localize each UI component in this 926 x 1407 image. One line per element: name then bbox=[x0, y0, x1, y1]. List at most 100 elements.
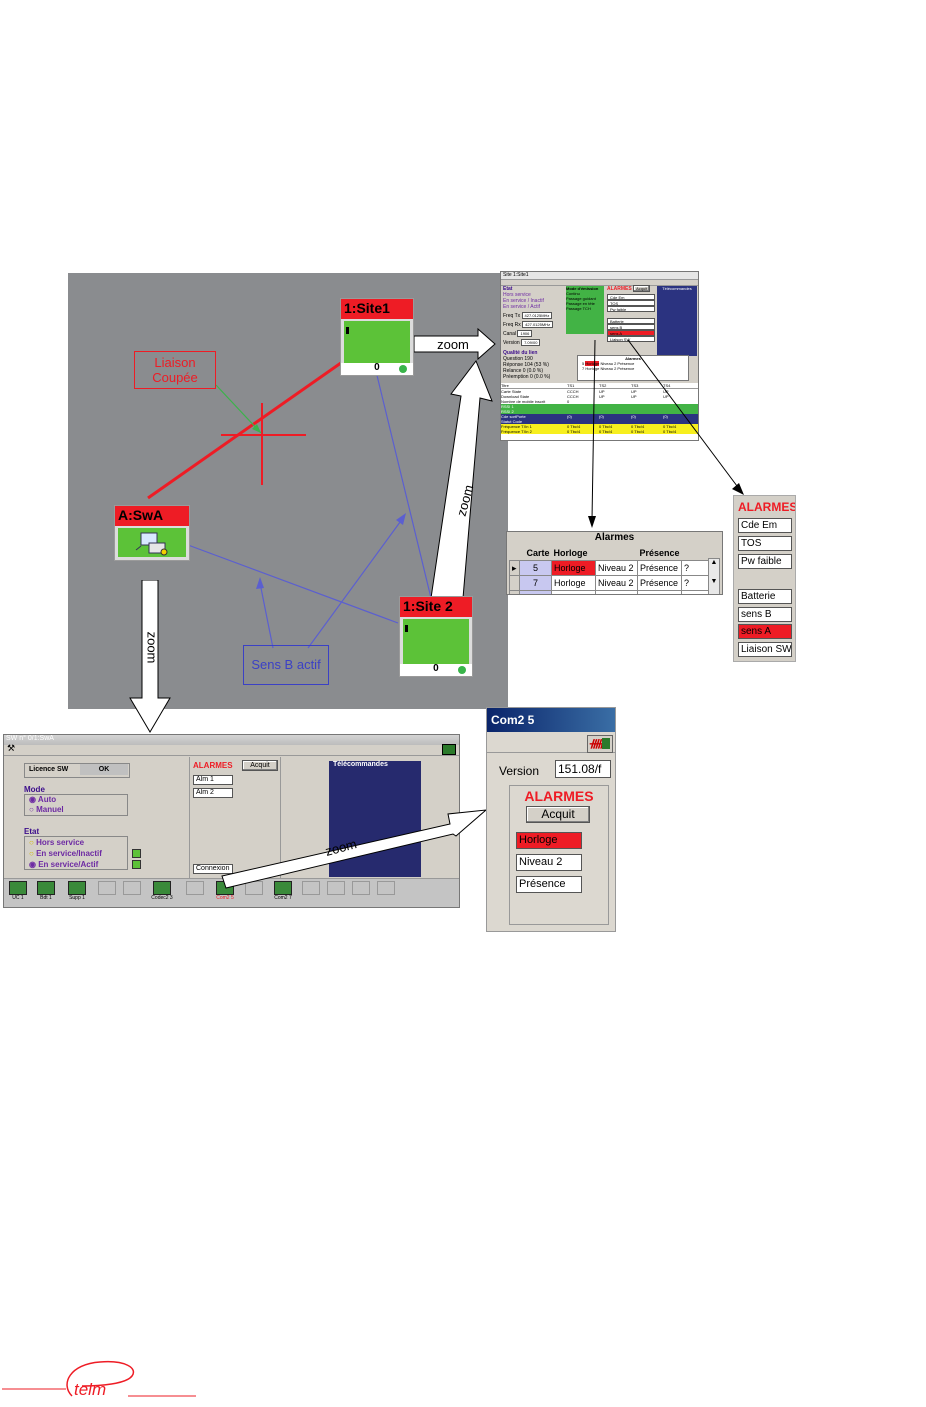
card-slot[interactable]: Com2 7 bbox=[268, 879, 298, 907]
mini-alarm-table-title: Alarmes bbox=[625, 356, 641, 361]
card-slot-empty[interactable] bbox=[119, 879, 144, 907]
site-acquit-button[interactable]: Acquit bbox=[633, 285, 651, 292]
site-window-toolbar bbox=[501, 280, 698, 286]
alarm-table-scrollbar[interactable]: ▲ ▼ bbox=[708, 558, 720, 594]
table-row[interactable]: ▸ 5 Horloge Niveau 2 Présence ? bbox=[509, 560, 717, 576]
licence-value: OK bbox=[80, 764, 128, 775]
node-swa[interactable]: A:SwA bbox=[114, 505, 190, 561]
card-slot-empty[interactable] bbox=[373, 879, 398, 907]
cell-extra[interactable]: ? bbox=[681, 560, 717, 576]
link-cut-note: Liaison Coupée bbox=[134, 351, 216, 389]
card-slot[interactable]: Codec2 3 bbox=[144, 879, 180, 907]
cell-horloge[interactable]: Horloge bbox=[551, 575, 596, 591]
link-quality-title: Qualité du lien bbox=[503, 350, 538, 356]
mode-group: Mode ◉ Auto ○ Manuel bbox=[24, 785, 128, 817]
link-cut-pointer bbox=[215, 384, 262, 434]
site-table-row: Cde sortPorte(0)(0)(0)(0) bbox=[501, 414, 698, 419]
sense-pointer-2-head bbox=[396, 513, 406, 525]
sw-acquit-button[interactable]: Acquit bbox=[242, 760, 278, 771]
node-site1[interactable]: 1:Site1 0 bbox=[340, 298, 414, 376]
sense-pointer-1-head bbox=[256, 577, 264, 589]
alarm-grid-header: Carte Horloge Présence bbox=[510, 546, 716, 561]
card-slot-empty[interactable] bbox=[323, 879, 348, 907]
card-slot-empty[interactable] bbox=[94, 879, 119, 907]
licence-panel: Licence SW OK bbox=[24, 763, 130, 778]
status-dot-icon bbox=[399, 365, 407, 373]
site-alarm-field: Liaison SW bbox=[607, 336, 655, 342]
exit-door-icon[interactable]: ᚏ bbox=[587, 735, 613, 753]
tools-icon[interactable]: ⚒ bbox=[7, 743, 16, 753]
col-carte: Carte bbox=[526, 548, 550, 558]
empty-card-icon bbox=[351, 881, 370, 895]
alarm-liaison-sw: Liaison SW bbox=[738, 642, 792, 657]
col-presence: Présence bbox=[639, 548, 680, 558]
mode-continu[interactable]: Continu bbox=[566, 291, 580, 296]
card-slot-empty[interactable] bbox=[180, 879, 210, 907]
site-state-2[interactable]: En service / Inactif bbox=[503, 298, 544, 304]
radio-selected-icon[interactable]: ◉ bbox=[29, 795, 36, 804]
freq-rx-label: Freq Rx bbox=[503, 322, 521, 328]
etat-group: Etat ○ Hors service ○ En service/Inactif… bbox=[24, 827, 141, 873]
site-telecommands: Télécommandes bbox=[657, 286, 697, 356]
row-pointer-icon: ▸ bbox=[509, 560, 520, 576]
col-niveau bbox=[596, 546, 638, 561]
table-row[interactable]: 7 Horloge Niveau 2 Présence ? bbox=[509, 575, 717, 591]
scroll-down-icon[interactable]: ▼ bbox=[710, 578, 718, 585]
link-site1-site2 bbox=[373, 362, 432, 599]
alarm-cde-em: Cde Em bbox=[738, 518, 792, 533]
alarm-pw-faible: Pw faible bbox=[738, 554, 792, 569]
exit-door-icon[interactable] bbox=[442, 744, 456, 755]
cell-presence[interactable]: Présence bbox=[636, 560, 683, 576]
mode-group-title: Mode bbox=[24, 785, 45, 794]
link-swa-site2 bbox=[187, 544, 399, 624]
cell-carte[interactable]: 7 bbox=[519, 575, 552, 591]
card-slot[interactable]: Supp 1 bbox=[60, 879, 94, 907]
quality-row: Question 190 bbox=[503, 356, 533, 362]
com-alarm-niveau: Niveau 2 bbox=[516, 854, 582, 871]
radio-icon[interactable]: ○ bbox=[29, 805, 34, 813]
cell-horloge[interactable]: Horloge bbox=[551, 560, 596, 576]
state-actif[interactable]: En service/Actif bbox=[38, 860, 99, 869]
mode-manuel[interactable]: Manuel bbox=[36, 805, 64, 813]
alarm-panel: ALARMES Cde Em TOS Pw faible Batterie se… bbox=[733, 495, 796, 662]
node-site2[interactable]: 1:Site 2 0 bbox=[399, 596, 473, 677]
node-swa-status bbox=[118, 528, 186, 557]
sw-alarm-1: Alm 1 bbox=[193, 775, 233, 785]
cell-carte[interactable]: 5 bbox=[519, 560, 552, 576]
mode-tete[interactable]: Passage en tête bbox=[566, 301, 595, 306]
sw-window-title: SW n° 0/1:SwA bbox=[4, 735, 459, 745]
zoom-label-right: zoom bbox=[437, 337, 469, 352]
scroll-up-icon[interactable]: ▲ bbox=[710, 559, 718, 566]
cell-niveau[interactable]: Niveau 2 bbox=[595, 560, 638, 576]
alarm-table-title: Alarmes bbox=[594, 532, 635, 543]
card-slot[interactable]: UC 1 bbox=[4, 879, 32, 907]
empty-card-icon bbox=[326, 881, 345, 895]
cell-niveau[interactable]: Niveau 2 bbox=[595, 575, 638, 591]
card-slot-empty[interactable] bbox=[298, 879, 323, 907]
mode-auto[interactable]: Auto bbox=[37, 795, 57, 804]
empty-card-icon bbox=[376, 881, 395, 895]
site-alarm-field: Pw faible bbox=[607, 306, 655, 312]
node-site1-status bbox=[344, 321, 410, 363]
site-telecommands-title: Télécommandes bbox=[662, 286, 692, 291]
site-state-3[interactable]: En service / Actif bbox=[503, 304, 540, 310]
mode-title: Mode d'émission bbox=[566, 286, 599, 291]
alarm-table-window: Alarmes Carte Horloge Présence ▸ 5 Horlo… bbox=[506, 531, 723, 595]
card-slot[interactable]: Bdt 1 bbox=[32, 879, 60, 907]
card-slot-empty[interactable] bbox=[348, 879, 373, 907]
state-hors-service[interactable]: Hors service bbox=[36, 838, 85, 847]
cell-presence[interactable]: Présence bbox=[636, 575, 683, 591]
site-table-row: RSSI 2 bbox=[501, 409, 698, 414]
state-inactif[interactable]: En service/Inactif bbox=[36, 849, 102, 858]
empty-card-icon bbox=[186, 881, 204, 895]
sw-toolbar: ⚒ bbox=[4, 743, 459, 756]
site-state-1[interactable]: Hors service bbox=[503, 292, 531, 298]
zoom-arrow-down bbox=[129, 580, 171, 733]
mode-guidant[interactable]: Passage guidant bbox=[566, 296, 596, 301]
mode-tch[interactable]: Passage TCH bbox=[566, 306, 591, 311]
alarm-sens-a-active: sens A bbox=[738, 624, 792, 639]
com-acquit-button[interactable]: Acquit bbox=[526, 806, 590, 823]
